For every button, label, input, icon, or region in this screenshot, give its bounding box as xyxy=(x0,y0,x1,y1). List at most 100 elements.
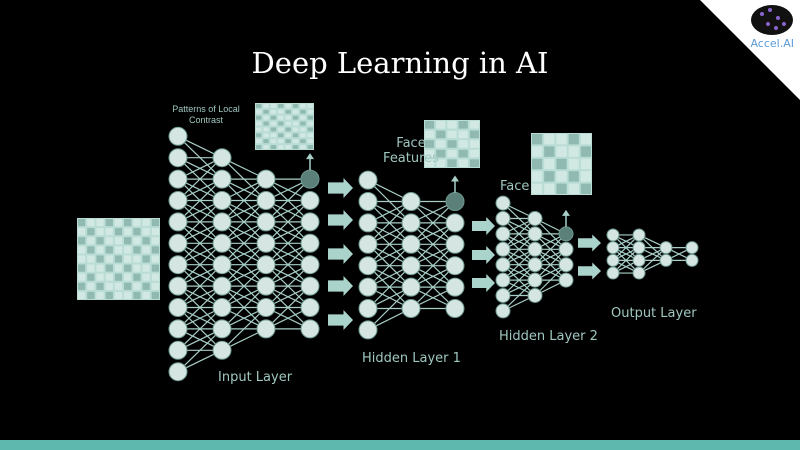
image-cell xyxy=(270,121,277,126)
image-cell xyxy=(469,121,479,129)
image-cell xyxy=(544,146,555,157)
network-edge xyxy=(367,201,412,245)
neuron-node xyxy=(358,320,378,340)
network-edge xyxy=(410,222,456,267)
image-cell xyxy=(263,133,269,138)
neuron-node xyxy=(168,276,188,296)
network-edge xyxy=(177,157,223,201)
image-cell xyxy=(544,134,555,145)
image-cell xyxy=(469,130,479,139)
neuron-node xyxy=(632,266,646,280)
right-arrow-icon xyxy=(328,310,353,330)
image-cell xyxy=(151,255,159,263)
image-cell xyxy=(133,264,141,272)
neuron-node xyxy=(401,192,421,211)
neuron-node xyxy=(358,256,378,276)
image-cell xyxy=(263,145,269,149)
network-edge xyxy=(221,264,267,308)
neuron-node xyxy=(212,191,232,210)
image-cell xyxy=(96,291,104,299)
right-arrow-icon xyxy=(328,244,353,264)
neuron-node xyxy=(445,299,465,318)
neuron-node xyxy=(256,276,276,296)
image-cell xyxy=(568,146,579,157)
image-cell xyxy=(278,133,284,138)
network-edge xyxy=(410,201,456,245)
image-cell xyxy=(532,146,543,157)
network-edge xyxy=(221,242,267,287)
image-cell xyxy=(285,115,291,120)
image-cell xyxy=(285,139,291,144)
right-arrow-icon xyxy=(472,274,495,292)
neuron-node xyxy=(527,211,543,226)
neuron-node xyxy=(212,255,232,275)
network-edge xyxy=(367,286,412,331)
image-cell xyxy=(105,264,113,272)
image-cell xyxy=(300,104,306,108)
neuron-node xyxy=(527,226,543,242)
image-cell xyxy=(96,228,104,236)
image-cell xyxy=(114,228,123,236)
image-cell xyxy=(124,237,132,245)
image-cell xyxy=(114,255,123,263)
neuron-node xyxy=(606,253,620,267)
image-cell xyxy=(87,237,95,245)
neuron-node xyxy=(527,257,543,273)
image-cell xyxy=(263,115,269,120)
neuron-node xyxy=(256,233,276,253)
image-cell xyxy=(96,255,104,263)
image-cell xyxy=(256,115,262,120)
image-cell xyxy=(142,291,150,299)
image-cell xyxy=(300,127,306,132)
neuron-node xyxy=(358,170,378,190)
label-output-layer: Output Layer xyxy=(611,306,697,321)
image-cell xyxy=(270,104,277,108)
logo-text: Accel.AI xyxy=(750,37,794,50)
image-cell xyxy=(87,291,95,299)
image-cell xyxy=(278,115,284,120)
up-arrow-head-icon xyxy=(306,153,314,160)
network-edge xyxy=(177,307,223,351)
brain-logo-dot xyxy=(782,22,786,26)
neuron-node xyxy=(168,255,188,275)
image-cell xyxy=(96,219,104,227)
image-cell xyxy=(263,121,269,126)
image-cell xyxy=(270,139,277,144)
neuron-node xyxy=(300,298,320,317)
image-cell xyxy=(256,104,262,108)
image-cell xyxy=(292,121,299,126)
image-cell xyxy=(114,273,123,281)
label-face: Face xyxy=(500,179,530,194)
image-cell xyxy=(278,127,284,132)
image-cell xyxy=(300,145,306,149)
neuron-node xyxy=(495,288,511,303)
image-cell xyxy=(292,139,299,144)
image-cell xyxy=(285,145,291,149)
neuron-node xyxy=(256,169,276,189)
image-cell xyxy=(292,115,299,120)
image-cell xyxy=(133,237,141,245)
image-cell xyxy=(285,127,291,132)
image-cell xyxy=(436,159,446,167)
image-cell xyxy=(447,149,457,158)
label-face-features: Face Features xyxy=(383,136,439,166)
right-arrow-icon xyxy=(328,276,353,296)
image-cell xyxy=(87,255,95,263)
neuron-node xyxy=(168,148,188,168)
right-arrow-icon xyxy=(578,234,601,252)
image-cell xyxy=(568,134,579,145)
image-cell xyxy=(114,264,123,272)
neuron-node xyxy=(212,169,232,189)
image-cell xyxy=(300,121,306,126)
neuron-node xyxy=(358,234,378,254)
neuron-node xyxy=(445,213,465,233)
image-cell xyxy=(556,134,567,145)
neuron-node xyxy=(300,191,320,210)
image-cell xyxy=(425,159,435,167)
image-cell xyxy=(142,264,150,272)
network-edge xyxy=(265,200,311,244)
up-arrow-head-icon xyxy=(451,175,459,182)
image-cell xyxy=(105,228,113,236)
image-cell xyxy=(425,121,435,129)
